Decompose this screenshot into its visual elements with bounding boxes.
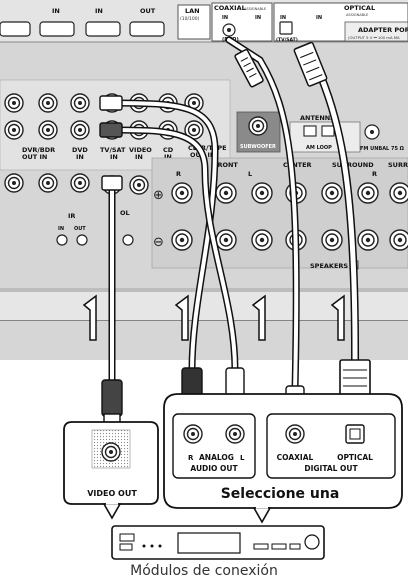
dvd-sub-label: IN: [76, 153, 84, 161]
fm-unbal-label: FM UNBAL 75 Ω: [360, 146, 405, 152]
analog-l-label: L: [240, 454, 245, 462]
optical-in1-label: IN: [280, 15, 286, 21]
hdmi-out-label: OUT: [140, 7, 156, 15]
optical-in2-label: IN: [316, 15, 322, 21]
surround-r-label: R: [372, 170, 377, 178]
hdmi-in-label-1: IN: [52, 7, 60, 15]
dvr-bdr-sub-label: OUT IN: [22, 153, 47, 161]
coaxial-out-label: COAXIAL: [277, 453, 314, 462]
analog-r-label: R: [188, 454, 194, 462]
speaker-terminal-area: [152, 158, 408, 268]
plus-terminal-icon: ⊕: [153, 188, 164, 203]
front-r-label: R: [176, 170, 181, 178]
coaxial-header-label: COAXIAL: [214, 4, 246, 12]
coaxial-in2-label: IN: [255, 15, 261, 21]
adapter-port-label: ADAPTER POR: [358, 26, 408, 34]
audio-out-label: AUDIO OUT: [190, 464, 238, 473]
tvsat-sub-label: IN: [110, 153, 118, 161]
optical-tvsat-label: (TV/SAT): [276, 37, 298, 43]
minus-terminal-icon: ⊖: [153, 235, 164, 250]
caption: Módulos de conexión: [0, 563, 408, 579]
optical-assignable-label: ASSIGNABLE: [346, 13, 368, 17]
coaxial-assignable-label: ASSIGNABLE: [244, 7, 266, 11]
player-display: [178, 533, 240, 553]
video-sub-label: IN: [135, 153, 143, 161]
ir-in-jack: [57, 235, 67, 245]
source-device-panel: R ANALOG L AUDIO OUT COAXIAL OPTICAL DIG…: [164, 394, 402, 508]
ir-in-label: IN: [58, 226, 64, 232]
front-l-label: L: [248, 170, 252, 178]
optical-out-label: OPTICAL: [337, 453, 373, 462]
adapter-port-sub-label: (OUTPUT 5 V ⎓ 100 mA MA: [348, 35, 400, 40]
am-loop-label: AM LOOP: [306, 145, 332, 151]
digital-out-label: DIGITAL OUT: [304, 464, 358, 473]
speakers-label: SPEAKERS: [310, 262, 348, 270]
surround-label: SURROUND: [332, 161, 374, 169]
hdmi-in-label-2: IN: [95, 7, 103, 15]
subwoofer-label: SUBWOOFER: [240, 144, 276, 150]
analog-label: ANALOG: [199, 453, 234, 462]
source-player-device: [112, 526, 324, 559]
ir-out-label: OUT: [74, 226, 86, 232]
ir-out-jack: [77, 235, 87, 245]
lan-label: LAN: [185, 7, 200, 15]
optical-header-label: OPTICAL: [344, 4, 375, 12]
surround-back-label: SURROU: [388, 161, 408, 169]
coaxial-in1-label: IN: [222, 15, 228, 21]
optical-in-jack: [280, 22, 292, 34]
control-label: OL: [120, 209, 130, 217]
lan-sub-label: (10/100): [180, 16, 200, 22]
player-knob: [305, 535, 319, 549]
select-one-label: Seleccione una: [221, 486, 340, 502]
ir-label: IR: [68, 212, 75, 220]
video-out-panel: VIDEO OUT: [64, 422, 158, 504]
video-out-label: VIDEO OUT: [87, 489, 137, 498]
